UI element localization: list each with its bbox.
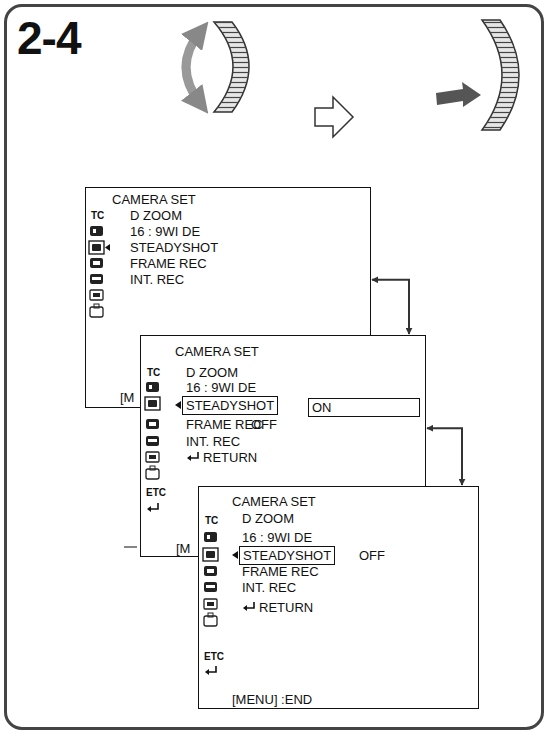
menu-item: [M [120,390,134,405]
menu-screen: CAMERA SET TC D ZOOM 16 : 9WI DE OFF FRAME RE… [198,486,479,709]
menu-item: CAMERA SET [175,344,259,359]
menu-item: 16 : 9WI DE [242,530,312,545]
jog-dial [214,22,249,112]
menu-item: [M [176,541,190,556]
dial-knurl [482,20,519,130]
next-arrow [315,97,353,137]
menu-item: ETC [204,649,224,664]
menu-item: RETURN [259,600,313,615]
highlight-box: ON [308,398,420,417]
menu-item: FRAME REC [130,256,207,271]
push-arrow [436,82,481,107]
menu-item: 16 : 9WI DE [186,380,256,395]
menu-item: ETC [146,485,166,500]
menu-item: CAMERA SET [112,192,196,207]
dial-knurl [214,22,249,112]
menu-item: FRAME REC [242,564,319,579]
menu-item: STEADYSHOT [240,547,334,564]
menu-item: INT. REC [186,434,240,449]
rotate-arrow [186,32,200,103]
step-number: 2-4 [17,13,80,63]
menu-item: 16 : 9WI DE [130,224,200,239]
menu-item: RETURN [203,450,257,465]
tick-line [124,546,137,547]
flow-arrow [372,280,409,334]
menu-item: D ZOOM [242,511,294,526]
menu-item: CAMERA SET [232,494,316,509]
menu-item: OFF [251,417,277,432]
menu-item: STEADYSHOT [183,397,277,414]
menu-item: ON [309,399,419,416]
menu-item: INT. REC [242,580,296,595]
highlight-box: STEADYSHOT [239,546,335,565]
menu-item: INT. REC [130,272,184,287]
menu-item: D ZOOM [186,365,238,380]
flow-arrow [427,428,462,485]
step-frame: 2-4 CAMERA SETTCD ZOOM16 : 9WI DESTEADYS… [4,4,544,730]
jog-dial [482,20,519,130]
menu-item: TC [91,208,104,223]
menu-item: TC [205,513,218,528]
highlight-box: STEADYSHOT [182,396,278,415]
menu-item: [MENU] :END [232,692,312,707]
menu-item: STEADYSHOT [130,240,218,255]
menu-item: TC [147,365,160,380]
menu-item: OFF [359,548,385,563]
menu-item: D ZOOM [130,208,182,223]
